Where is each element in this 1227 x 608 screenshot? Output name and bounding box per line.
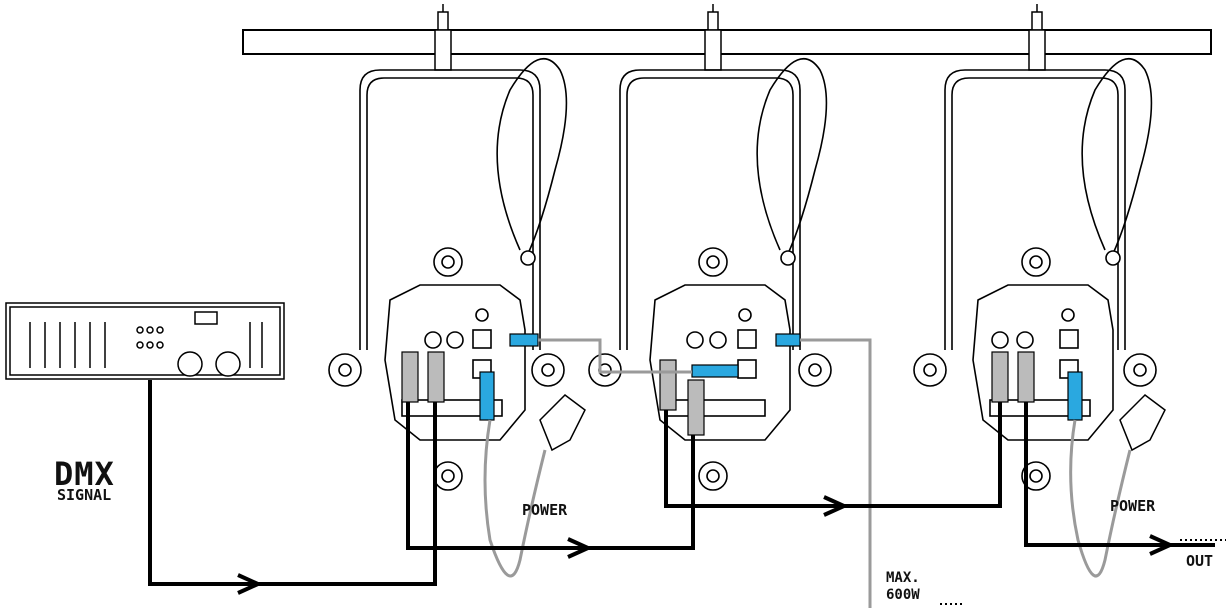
xlr-connector-icon [479, 333, 539, 421]
dmx-controller-icon [5, 302, 285, 380]
wattage-label: 600W [886, 587, 920, 603]
truss-bar [242, 29, 1212, 55]
signal-label: SIGNAL [57, 486, 112, 504]
power-plug-icon [539, 394, 1166, 452]
power-cable-left [483, 419, 1132, 578]
power-link-wire [538, 338, 872, 608]
fixture-2 [588, 58, 832, 491]
xlr-connector-icon [691, 333, 801, 378]
power-label-left: POWER [522, 501, 568, 519]
fixture-3 [913, 58, 1157, 491]
power-label-right: POWER [1110, 497, 1156, 515]
out-label: OUT [1186, 552, 1214, 570]
xlr-connector-icon [1067, 371, 1083, 421]
fixture-1 [328, 58, 568, 491]
dmx-label: DMX [54, 455, 115, 493]
max-label: MAX. [886, 570, 920, 586]
arrow-icon [237, 495, 1175, 595]
dmx-signal-line [148, 380, 1215, 586]
